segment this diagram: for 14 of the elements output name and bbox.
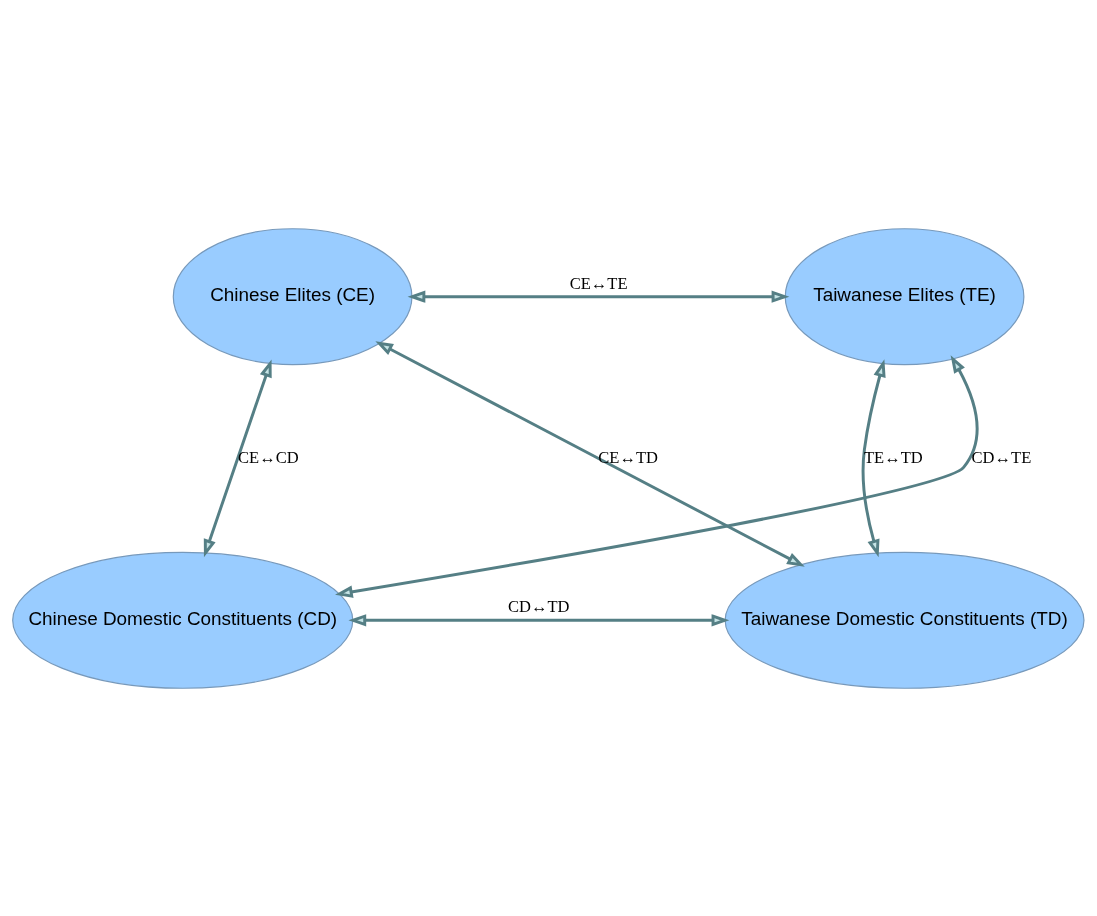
edge-label: CE↔TE <box>569 273 628 293</box>
arrow <box>861 358 886 557</box>
arrow <box>203 358 272 557</box>
edge-label: CD↔TD <box>508 596 570 616</box>
arrow <box>335 354 979 598</box>
arrow <box>407 289 790 303</box>
arrow <box>348 613 730 627</box>
node-ellipse: Taiwanese Elites (TE) <box>784 227 1025 365</box>
edge-label: CE↔CD <box>238 447 299 467</box>
node-ellipse: Chinese Elites (CE) <box>172 227 413 365</box>
edge-label: TE↔TD <box>863 447 923 467</box>
edge-label: CE↔TD <box>598 447 658 467</box>
edge-label: CD↔TE <box>971 447 1032 467</box>
arrow <box>375 340 805 567</box>
